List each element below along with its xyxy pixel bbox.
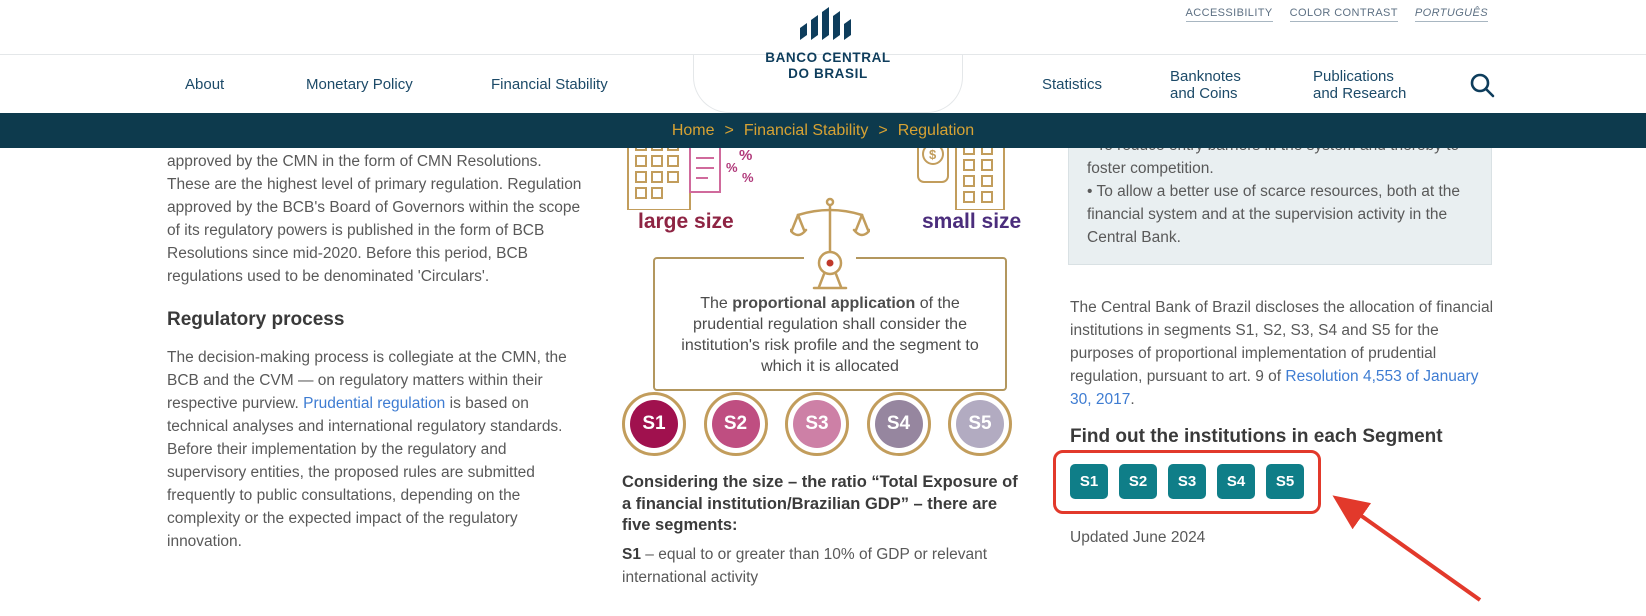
box-text: The <box>700 295 733 312</box>
nav-label-line: and Coins <box>1170 84 1238 102</box>
logo-title-line2: DO BRASIL <box>788 66 868 81</box>
decision-making-paragraph: The decision-making process is collegiat… <box>167 346 583 553</box>
paragraph-text: The Central Bank of Brazil discloses the… <box>1070 299 1494 385</box>
logo-tab <box>693 55 963 113</box>
nav-item-about[interactable]: About <box>185 76 225 93</box>
paragraph-text: is based on technical analyses and inter… <box>167 395 563 550</box>
utility-links: ACCESSIBILITY COLOR CONTRAST PORTUGUÊS <box>1185 7 1488 22</box>
regulatory-process-heading: Regulatory process <box>167 309 345 330</box>
balance-scale-icon <box>790 197 870 292</box>
large-size-label: large size <box>638 210 734 233</box>
nav-label-line: and Research <box>1313 84 1407 102</box>
objective-bullet: • To allow a better use of scarce resour… <box>1087 183 1461 246</box>
s1-definition-text: – equal to or greater than 10% of GDP or… <box>622 546 988 586</box>
segment-circles: S1 S2 S3 S4 S5 <box>622 392 1012 456</box>
accessibility-link[interactable]: ACCESSIBILITY <box>1185 7 1273 22</box>
segment-s3-label: S3 <box>793 400 841 448</box>
small-size-label: small size <box>922 210 1022 233</box>
s1-definition: S1 – equal to or greater than 10% of GDP… <box>622 543 1020 589</box>
svg-text:%: % <box>739 147 752 164</box>
nav-item-banknotes-and-coins[interactable]: Banknotes and Coins <box>1170 56 1241 113</box>
updated-date: Updated June 2024 <box>1070 529 1206 546</box>
nav-item-monetary-policy[interactable]: Monetary Policy <box>306 76 413 93</box>
segment-s3-button[interactable]: S3 <box>1168 464 1206 499</box>
breadcrumb-separator: > <box>724 121 734 139</box>
find-institutions-heading: Find out the institutions in each Segmen… <box>1070 426 1443 447</box>
breadcrumb-financial-stability[interactable]: Financial Stability <box>743 121 869 139</box>
segment-s2-label: S2 <box>711 400 760 448</box>
nav-label-line: Publications <box>1313 67 1394 85</box>
segment-s5-label: S5 <box>956 400 1004 448</box>
segment-s5-button[interactable]: S5 <box>1266 464 1304 499</box>
color-contrast-link[interactable]: COLOR CONTRAST <box>1289 7 1398 22</box>
breadcrumb-separator: > <box>878 121 888 139</box>
prudential-regulation-link[interactable]: Prudential regulation <box>303 395 446 412</box>
segment-s4-button[interactable]: S4 <box>1217 464 1255 499</box>
search-icon[interactable] <box>1468 71 1496 99</box>
disclosure-paragraph: The Central Bank of Brazil discloses the… <box>1070 296 1496 411</box>
box-text-bold: proportional application <box>732 295 916 312</box>
bcb-logo-icon <box>800 7 851 40</box>
breadcrumb-home[interactable]: Home <box>671 121 715 139</box>
paragraph-text: . <box>1130 391 1135 408</box>
logo-title: BANCO CENTRAL DO BRASIL <box>693 50 963 82</box>
segment-s1-label: S1 <box>630 400 678 448</box>
segment-circle-s2: S2 <box>703 392 768 456</box>
segment-button-group: S1 S2 S3 S4 S5 <box>1070 464 1304 499</box>
nav-item-publications-and-research[interactable]: Publications and Research <box>1313 56 1406 113</box>
svg-text:%: % <box>726 160 738 175</box>
breadcrumb: Home > Financial Stability > Regulation <box>0 113 1646 148</box>
segment-circle-s4: S4 <box>866 392 931 456</box>
box-text: of the prudential regulation shall consi… <box>681 295 979 375</box>
breadcrumb-regulation: Regulation <box>897 121 975 139</box>
buildings-illustration: % % % % $ <box>627 113 1005 210</box>
svg-text:%: % <box>742 170 754 185</box>
segment-circle-s1: S1 <box>622 392 686 456</box>
segment-s4-label: S4 <box>874 400 923 448</box>
paragraph-text: The decision-making process is collegiat… <box>167 349 567 412</box>
nav-item-financial-stability[interactable]: Financial Stability <box>491 76 608 93</box>
nav-item-statistics[interactable]: Statistics <box>1042 76 1103 93</box>
left-column: approved by the CMN in the form of CMN R… <box>167 150 583 553</box>
portugues-link[interactable]: PORTUGUÊS <box>1414 7 1488 22</box>
logo-title-line1: BANCO CENTRAL <box>765 50 891 65</box>
segments-caption: Considering the size – the ratio “Total … <box>622 473 1018 534</box>
nav-label-line: Banknotes <box>1170 67 1241 85</box>
s1-definition-label: S1 <box>622 546 641 563</box>
segment-s2-button[interactable]: S2 <box>1119 464 1157 499</box>
segment-circle-s3: S3 <box>785 392 849 456</box>
segment-s1-button[interactable]: S1 <box>1070 464 1108 499</box>
regulation-paragraph: approved by the CMN in the form of CMN R… <box>167 153 582 285</box>
bcb-logo[interactable]: BANCO CENTRAL DO BRASIL <box>693 6 963 82</box>
svg-text:$: $ <box>929 147 937 162</box>
segment-circle-s5: S5 <box>948 392 1012 456</box>
resolution-link[interactable]: Resolution 4,553 of January 30, 2017 <box>1070 368 1479 408</box>
annotation-arrow-icon <box>1332 495 1482 602</box>
